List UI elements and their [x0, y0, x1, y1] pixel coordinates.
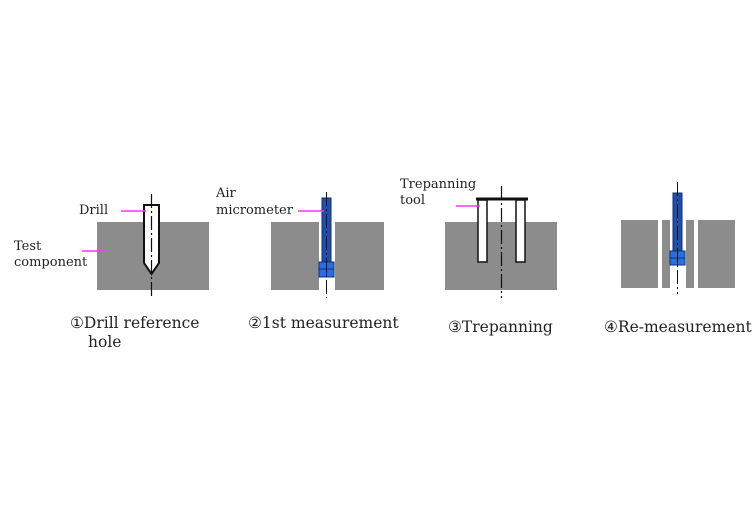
air-micrometer-stem — [321, 197, 332, 263]
test-component-label-line1: Test — [14, 239, 42, 254]
test-component-block-4-outer-left — [621, 220, 658, 288]
step-1-caption-line2: hole — [88, 333, 121, 351]
step-2-first-measurement: Air micrometer ②1st measurement — [215, 186, 399, 332]
test-component-block-2-right — [335, 222, 384, 290]
step-1-caption-line1: ①Drill reference — [70, 314, 199, 332]
test-component-block-4-outer-right — [698, 220, 735, 288]
step-4-caption: ④Re-measurement — [604, 318, 752, 336]
step-3-caption: ③Trepanning — [448, 318, 553, 336]
trepanning-tool-left-leg — [477, 199, 488, 263]
drill-label: Drill — [79, 203, 108, 218]
step-2-caption: ②1st measurement — [248, 314, 399, 332]
step-3-trepanning: Trepanning tool ③Trepanning — [400, 177, 557, 336]
step-1-drill-reference-hole: Drill Test component ①Drill reference ho… — [14, 194, 209, 351]
step-4-re-measurement: ④Re-measurement — [604, 182, 752, 336]
trepanning-tool-label-line1: Trepanning — [400, 177, 476, 192]
test-component-block-4-inner-right — [686, 220, 694, 288]
test-component-block-4-inner-left — [662, 220, 670, 288]
trepanning-tool-label-line2: tool — [400, 193, 425, 208]
trepanning-tool-right-leg — [515, 199, 526, 263]
air-micrometer-label-line2: micrometer — [216, 203, 294, 218]
air-micrometer-label-line1: Air — [215, 186, 237, 201]
test-component-label-line2: component — [14, 255, 88, 270]
test-component-block-2-left — [271, 222, 319, 290]
